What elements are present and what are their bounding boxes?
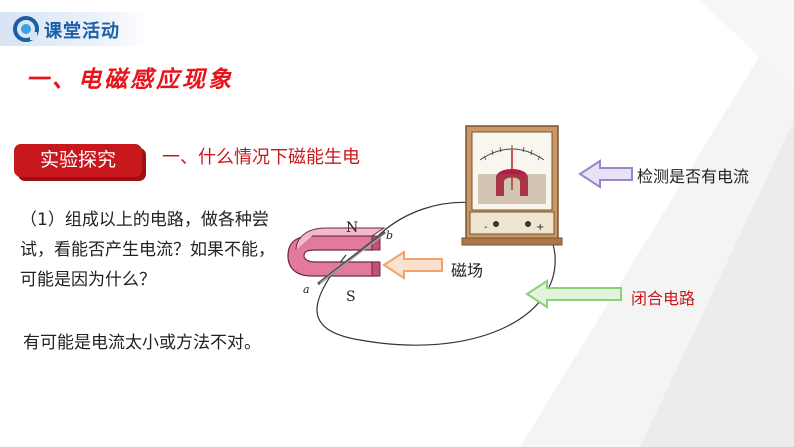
galvanometer: - + xyxy=(461,125,563,246)
callout-magnetic-field: 磁场 xyxy=(451,261,484,280)
horseshoe-magnet xyxy=(287,227,386,277)
brand-logo-icon xyxy=(13,16,39,42)
section-title: 一、电磁感应现象 xyxy=(26,66,234,93)
arrow-detect-current xyxy=(578,159,633,189)
callout-closed-circuit: 闭合电路 xyxy=(631,289,696,308)
experiment-question: 一、什么情况下磁能生电 xyxy=(162,147,360,168)
answer-text: 有可能是电流太小或方法不对。 xyxy=(23,333,261,353)
arrow-closed-circuit xyxy=(525,279,622,309)
terminal-plus-label: + xyxy=(536,222,544,233)
experiment-tag-label: 实验探究 xyxy=(39,149,116,171)
terminal-minus-label: - xyxy=(484,222,488,233)
south-pole-label: S xyxy=(346,289,356,305)
wire-a-label: a xyxy=(303,283,310,296)
arrow-magnetic-field xyxy=(382,250,443,280)
page-header-title: 课堂活动 xyxy=(44,21,120,42)
experiment-tag: 实验探究 xyxy=(14,144,142,177)
conductor-rod xyxy=(317,230,386,286)
instruction-paragraph: （1）组成以上的电路，做各种尝试，看能否产生电流？如果不能，可能是因为什么？ xyxy=(20,210,275,290)
north-pole-label: N xyxy=(346,220,358,236)
wire-b-label: b xyxy=(386,229,393,242)
callout-detect-current: 检测是否有电流 xyxy=(637,167,750,186)
